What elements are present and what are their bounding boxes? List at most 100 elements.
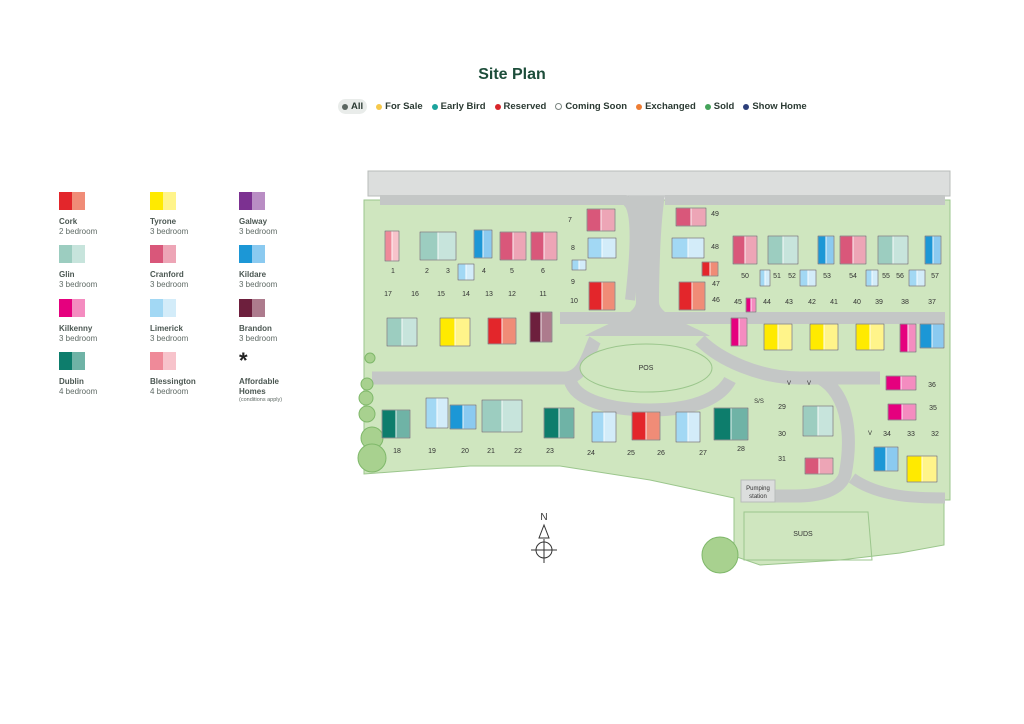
filter-sold[interactable]: Sold xyxy=(704,101,734,112)
plot-number-6[interactable]: 6 xyxy=(541,268,545,275)
house-limerick[interactable] xyxy=(571,259,587,271)
plot-number-30[interactable]: 30 xyxy=(778,431,786,438)
plot-number-57[interactable]: 57 xyxy=(931,273,939,280)
plot-number-41[interactable]: 41 xyxy=(830,299,838,306)
plot-number-54[interactable]: 54 xyxy=(849,273,857,280)
house-limerick[interactable] xyxy=(671,237,705,259)
plot-number-11[interactable]: 11 xyxy=(539,291,546,298)
filter-for-sale[interactable]: For Sale xyxy=(376,101,423,112)
plot-number-52[interactable]: 52 xyxy=(788,273,796,280)
plot-number-13[interactable]: 13 xyxy=(485,291,493,298)
house-cranford[interactable] xyxy=(804,457,834,475)
house-cork[interactable] xyxy=(631,411,661,441)
plot-number-26[interactable]: 26 xyxy=(657,450,665,457)
house-tyrone[interactable] xyxy=(855,323,885,351)
house-cranford[interactable] xyxy=(530,231,558,261)
house-cork[interactable] xyxy=(588,281,616,311)
plot-number-32[interactable]: 32 xyxy=(931,431,939,438)
plot-number-50[interactable]: 50 xyxy=(741,273,749,280)
house-tyrone[interactable] xyxy=(809,323,839,351)
house-kildare[interactable] xyxy=(919,323,945,349)
plot-number-16[interactable]: 16 xyxy=(411,291,419,298)
plot-number-14[interactable]: 14 xyxy=(462,291,470,298)
house-kilkenny[interactable] xyxy=(899,323,917,353)
plot-number-51[interactable]: 51 xyxy=(773,273,781,280)
plot-number-12[interactable]: 12 xyxy=(508,291,516,298)
house-blessington[interactable] xyxy=(384,230,400,262)
plot-number-46[interactable]: 46 xyxy=(712,297,720,304)
plot-number-19[interactable]: 19 xyxy=(428,448,436,455)
house-cranford[interactable] xyxy=(499,231,527,261)
plot-number-5[interactable]: 5 xyxy=(510,268,514,275)
plot-number-15[interactable]: 15 xyxy=(437,291,445,298)
house-brandon[interactable] xyxy=(529,311,553,343)
plot-number-28[interactable]: 28 xyxy=(737,446,745,453)
house-kildare[interactable] xyxy=(873,446,899,472)
house-cranford[interactable] xyxy=(586,208,616,232)
plot-number-7[interactable]: 7 xyxy=(568,217,572,224)
plot-number-8[interactable]: 8 xyxy=(571,245,575,252)
plot-number-3[interactable]: 3 xyxy=(446,268,450,275)
plot-number-42[interactable]: 42 xyxy=(808,299,816,306)
house-cork[interactable] xyxy=(678,281,706,311)
house-limerick[interactable] xyxy=(799,269,817,287)
house-kilkenny[interactable] xyxy=(885,375,917,391)
plot-number-37[interactable]: 37 xyxy=(928,299,936,306)
house-dublin[interactable] xyxy=(713,407,749,441)
plot-number-20[interactable]: 20 xyxy=(461,448,469,455)
house-limerick[interactable] xyxy=(591,411,617,443)
house-glin[interactable] xyxy=(802,405,834,437)
plot-number-45[interactable]: 45 xyxy=(734,299,742,306)
house-kilkenny[interactable] xyxy=(887,403,917,421)
plot-number-40[interactable]: 40 xyxy=(853,299,861,306)
house-glin[interactable] xyxy=(767,235,799,265)
house-glin[interactable] xyxy=(419,231,457,261)
plot-number-56[interactable]: 56 xyxy=(896,273,904,280)
house-limerick[interactable] xyxy=(908,269,926,287)
house-tyrone[interactable] xyxy=(763,323,793,351)
house-limerick[interactable] xyxy=(425,397,449,429)
filter-early-bird[interactable]: Early Bird xyxy=(431,101,486,112)
filter-exchanged[interactable]: Exchanged xyxy=(636,101,696,112)
plot-number-39[interactable]: 39 xyxy=(875,299,883,306)
plot-number-36[interactable]: 36 xyxy=(928,382,936,389)
plot-number-53[interactable]: 53 xyxy=(823,273,831,280)
plot-number-10[interactable]: 10 xyxy=(570,298,578,305)
plot-number-35[interactable]: 35 xyxy=(929,405,937,412)
house-limerick[interactable] xyxy=(675,411,701,443)
plot-number-47[interactable]: 47 xyxy=(712,281,720,288)
house-limerick[interactable] xyxy=(865,269,879,287)
house-cork[interactable] xyxy=(487,317,517,345)
house-kildare[interactable] xyxy=(473,229,493,259)
house-glin[interactable] xyxy=(481,399,523,433)
house-kilkenny[interactable] xyxy=(745,297,757,313)
plot-number-23[interactable]: 23 xyxy=(546,448,554,455)
house-tyrone[interactable] xyxy=(906,455,938,483)
plot-number-22[interactable]: 22 xyxy=(514,448,522,455)
plot-number-4[interactable]: 4 xyxy=(482,268,486,275)
house-kildare[interactable] xyxy=(449,404,477,430)
house-cork[interactable] xyxy=(701,261,719,277)
plot-number-24[interactable]: 24 xyxy=(587,450,595,457)
plot-number-17[interactable]: 17 xyxy=(384,291,392,298)
house-tyrone[interactable] xyxy=(439,317,471,347)
plot-number-1[interactable]: 1 xyxy=(391,268,395,275)
plot-number-48[interactable]: 48 xyxy=(711,244,719,251)
plot-number-55[interactable]: 55 xyxy=(882,273,890,280)
plot-number-44[interactable]: 44 xyxy=(763,299,771,306)
plot-number-27[interactable]: 27 xyxy=(699,450,707,457)
plot-number-9[interactable]: 9 xyxy=(571,279,575,286)
house-limerick[interactable] xyxy=(457,263,475,281)
house-kildare[interactable] xyxy=(817,235,835,265)
house-dublin[interactable] xyxy=(381,409,411,439)
plot-number-33[interactable]: 33 xyxy=(907,431,915,438)
plot-number-2[interactable]: 2 xyxy=(425,268,429,275)
filter-reserved[interactable]: Reserved xyxy=(494,101,546,112)
filter-all[interactable]: All xyxy=(338,99,368,114)
plot-number-21[interactable]: 21 xyxy=(487,448,495,455)
plot-number-18[interactable]: 18 xyxy=(393,448,401,455)
plot-number-43[interactable]: 43 xyxy=(785,299,793,306)
plot-number-34[interactable]: 34 xyxy=(883,431,891,438)
house-cranford[interactable] xyxy=(675,207,707,227)
filter-coming-soon[interactable]: Coming Soon xyxy=(555,101,627,112)
